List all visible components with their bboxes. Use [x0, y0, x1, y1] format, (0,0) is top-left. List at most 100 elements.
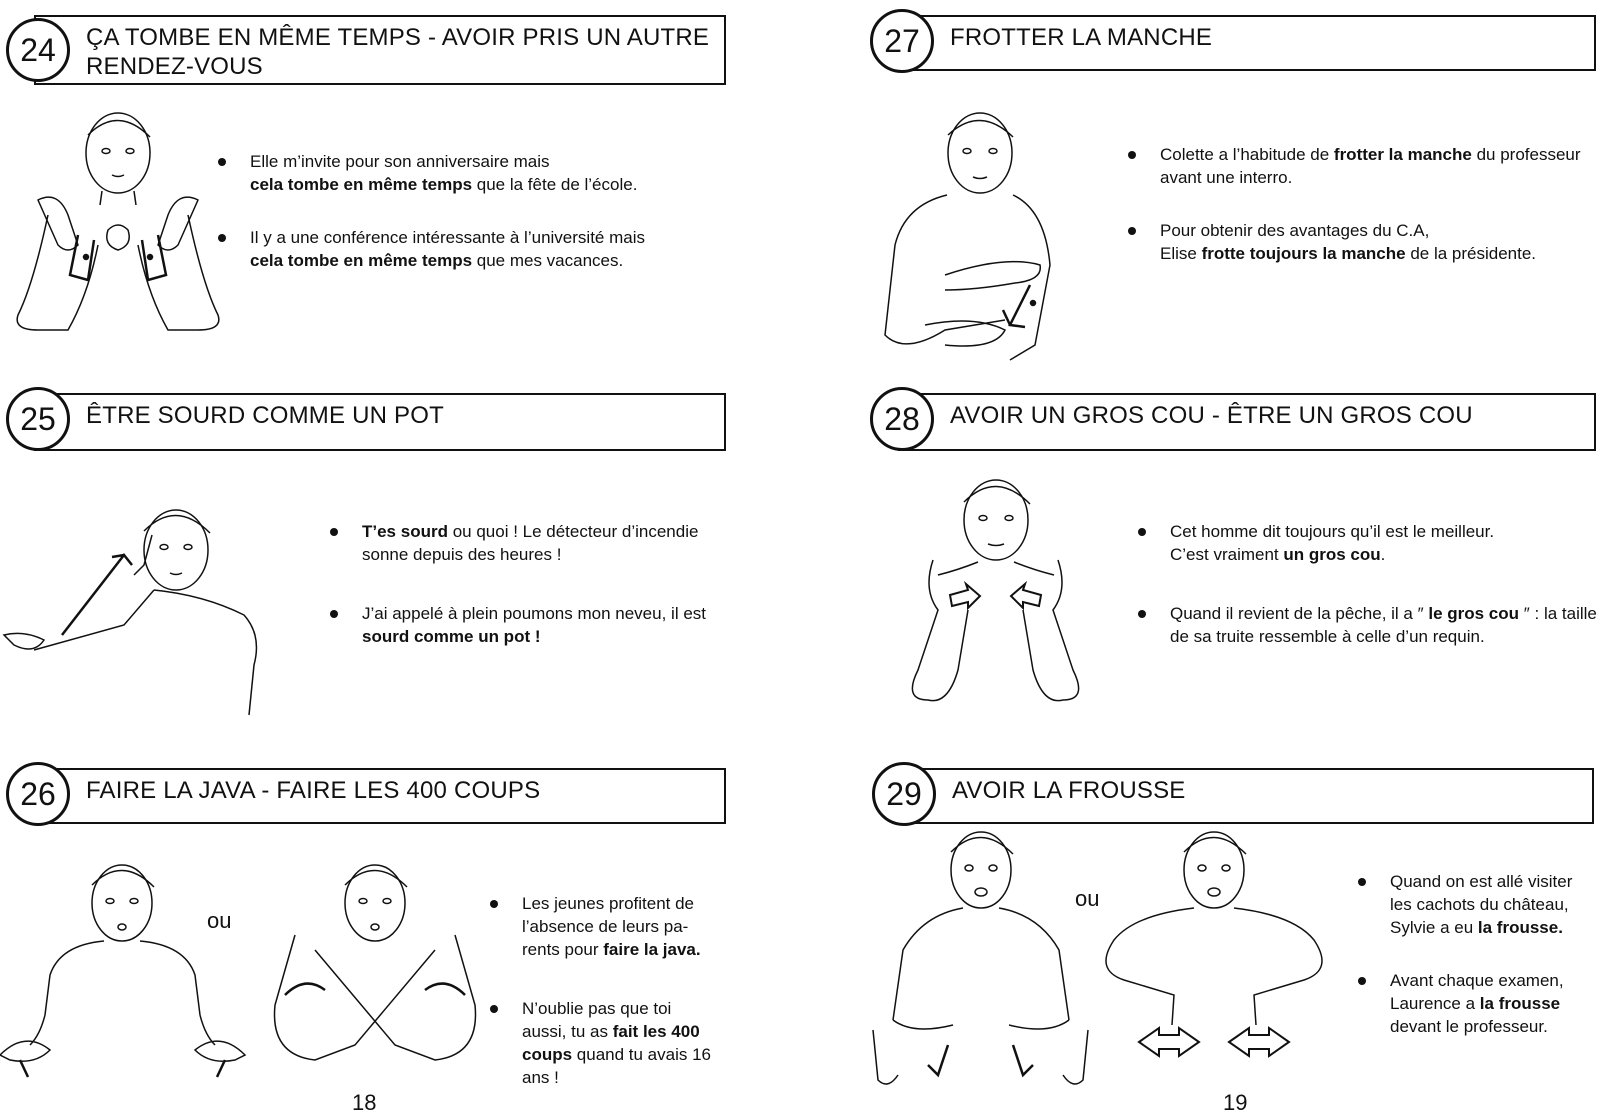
entry-header-box — [898, 15, 1596, 71]
entry-number-badge: 28 — [870, 387, 934, 451]
example-expression: frotte toujours la manche — [1201, 244, 1406, 263]
example-expression: fait les 400 coups — [522, 1022, 700, 1064]
bullet — [1128, 151, 1136, 159]
example-expression: un gros cou — [1283, 545, 1381, 564]
example-text: Cet homme dit toujours qu’il est le meil… — [1170, 522, 1495, 541]
entry-title: AVOIR LA FROUSSE — [952, 777, 1186, 804]
bullet — [1138, 528, 1146, 536]
bullet — [490, 1005, 498, 1013]
example-expression: T’es sourd — [362, 522, 448, 541]
example-sentence: Les jeunes profitent de l’absence de leu… — [490, 892, 720, 961]
bullet — [1138, 610, 1146, 618]
example-text: Colette a l’habitude de — [1160, 145, 1334, 164]
example-sentence: N’oublie pas que toi aussi, tu as fait l… — [490, 997, 720, 1089]
example-text: quand tu avais 16 ans ! — [522, 1045, 712, 1087]
example-text: C’est vraiment — [1170, 545, 1284, 564]
entry-header-box — [900, 768, 1594, 824]
sign-illustration — [265, 855, 485, 1080]
example-expression: la frousse. — [1477, 918, 1563, 937]
entry-number-badge: 26 — [6, 762, 70, 826]
entry-28-header: AVOIR UN GROS COU - ÊTRE UN GROS COU 28 — [870, 387, 1596, 451]
example-sentence: Cet homme dit toujours qu’il est le meil… — [1138, 520, 1598, 566]
bullet — [1358, 878, 1366, 886]
example-text: N’oublie pas que toi aussi, tu as — [522, 999, 672, 1041]
example-text: . — [1380, 545, 1386, 564]
example-expression: cela tombe en même temps — [250, 251, 473, 270]
example-text: ″ : la taille de sa truite ressemble à c… — [1170, 604, 1597, 646]
example-sentence: Il y a une conférence intéressante à l’u… — [218, 226, 718, 272]
entry-header-box — [34, 768, 726, 824]
example-text: que mes vacances. — [472, 251, 624, 270]
entry-24-examples: Elle m’invite pour son anniversaire mais… — [218, 150, 718, 302]
example-sentence: T’es sourd ou quoi ! Le détecteur d’ince… — [330, 520, 720, 566]
sign-illustration — [888, 470, 1103, 715]
entry-title: ÊTRE SOURD COMME UN POT — [86, 402, 444, 429]
entry-27-examples: Colette a l’habitude de frotter la manch… — [1128, 143, 1598, 295]
entry-26-examples: Les jeunes profitent de l’absence de leu… — [490, 892, 720, 1119]
bullet — [330, 528, 338, 536]
sign-illustration — [885, 105, 1075, 370]
page-number: 19 — [1223, 1090, 1248, 1115]
example-text: ou quoi ! Le détecteur d’incendie sonne … — [362, 522, 699, 564]
example-text: Quand il revient de la pêche, il a ″ — [1170, 604, 1429, 623]
sign-illustration — [4, 495, 264, 720]
example-text: que la fête de l’école. — [472, 175, 638, 194]
example-expression: cela tombe en même temps — [250, 175, 473, 194]
bullet — [1128, 227, 1136, 235]
entry-25-header: ÊTRE SOURD COMME UN POT 25 — [6, 387, 726, 451]
entry-header-box — [34, 15, 726, 85]
example-expression: la frousse — [1479, 994, 1561, 1013]
entry-title: FAIRE LA JAVA - FAIRE LES 400 COUPS — [86, 777, 541, 804]
or-label: ou — [1075, 886, 1100, 911]
entry-title: FROTTER LA MANCHE — [950, 24, 1213, 51]
page-number: 18 — [352, 1090, 377, 1115]
example-text: Quand on est allé visiter les cachots du… — [1390, 872, 1573, 937]
bullet — [490, 900, 498, 908]
entry-number-badge: 25 — [6, 387, 70, 451]
entry-title: ÇA TOMBE EN MÊME TEMPS - AVOIR PRIS UN A… — [86, 24, 710, 80]
sign-illustration — [873, 820, 1088, 1095]
entry-24-header: ÇA TOMBE EN MÊME TEMPS - AVOIR PRIS UN A… — [6, 15, 726, 85]
example-expression: le gros cou — [1428, 604, 1520, 623]
entry-number-badge: 29 — [872, 762, 936, 826]
entry-25-examples: T’es sourd ou quoi ! Le détecteur d’ince… — [330, 520, 720, 678]
example-text: Il y a une conférence intéressante à l’u… — [250, 228, 645, 247]
example-expression: faire la java. — [603, 940, 701, 959]
entry-number-badge: 27 — [870, 9, 934, 73]
sign-illustration — [8, 105, 228, 335]
example-text: Avant chaque examen, Laurence a — [1390, 971, 1564, 1013]
entry-header-box — [34, 393, 726, 451]
example-text: devant le professeur. — [1390, 1017, 1548, 1036]
example-text: de la présidente. — [1405, 244, 1537, 263]
example-sentence: Quand on est allé visiter les cachots du… — [1358, 870, 1598, 939]
or-label: ou — [207, 908, 232, 933]
example-text: Pour obtenir des avantages du C.A, — [1160, 221, 1430, 240]
sign-illustration — [0, 855, 245, 1080]
example-text: Elise — [1160, 244, 1202, 263]
example-expression: sourd comme un pot ! — [362, 627, 541, 646]
example-text: du professeur avant une interro. — [1160, 145, 1581, 187]
bullet — [218, 158, 226, 166]
entry-number-badge: 24 — [6, 18, 70, 82]
entry-28-examples: Cet homme dit toujours qu’il est le meil… — [1138, 520, 1598, 678]
example-sentence: Elle m’invite pour son anniversaire mais… — [218, 150, 718, 196]
entry-29-header: AVOIR LA FROUSSE 29 — [872, 762, 1594, 826]
example-sentence: J’ai appelé à plein poumons mon neveu, i… — [330, 602, 720, 648]
example-text: Elle m’invite pour son anniversaire mais — [250, 152, 550, 171]
example-sentence: Colette a l’habitude de frotter la manch… — [1128, 143, 1598, 189]
bullet — [218, 234, 226, 242]
example-expression: frotter la manche — [1333, 145, 1472, 164]
entry-title: AVOIR UN GROS COU - ÊTRE UN GROS COU — [950, 402, 1473, 429]
entry-27-header: FROTTER LA MANCHE 27 — [870, 9, 1596, 73]
entry-header-box — [898, 393, 1596, 451]
sign-illustration — [1094, 820, 1334, 1080]
entry-29-examples: Quand on est allé visiter les cachots du… — [1358, 870, 1598, 1068]
example-text: J’ai appelé à plein poumons mon neveu, i… — [362, 604, 706, 623]
example-sentence: Avant chaque examen, Laurence a la frous… — [1358, 969, 1598, 1038]
bullet — [330, 610, 338, 618]
example-sentence: Quand il revient de la pêche, il a ″ le … — [1138, 602, 1598, 648]
entry-26-header: FAIRE LA JAVA - FAIRE LES 400 COUPS 26 — [6, 762, 726, 826]
example-text: Les jeunes profitent de l’absence de leu… — [522, 894, 695, 959]
example-sentence: Pour obtenir des avantages du C.A,Elise … — [1128, 219, 1598, 265]
bullet — [1358, 977, 1366, 985]
